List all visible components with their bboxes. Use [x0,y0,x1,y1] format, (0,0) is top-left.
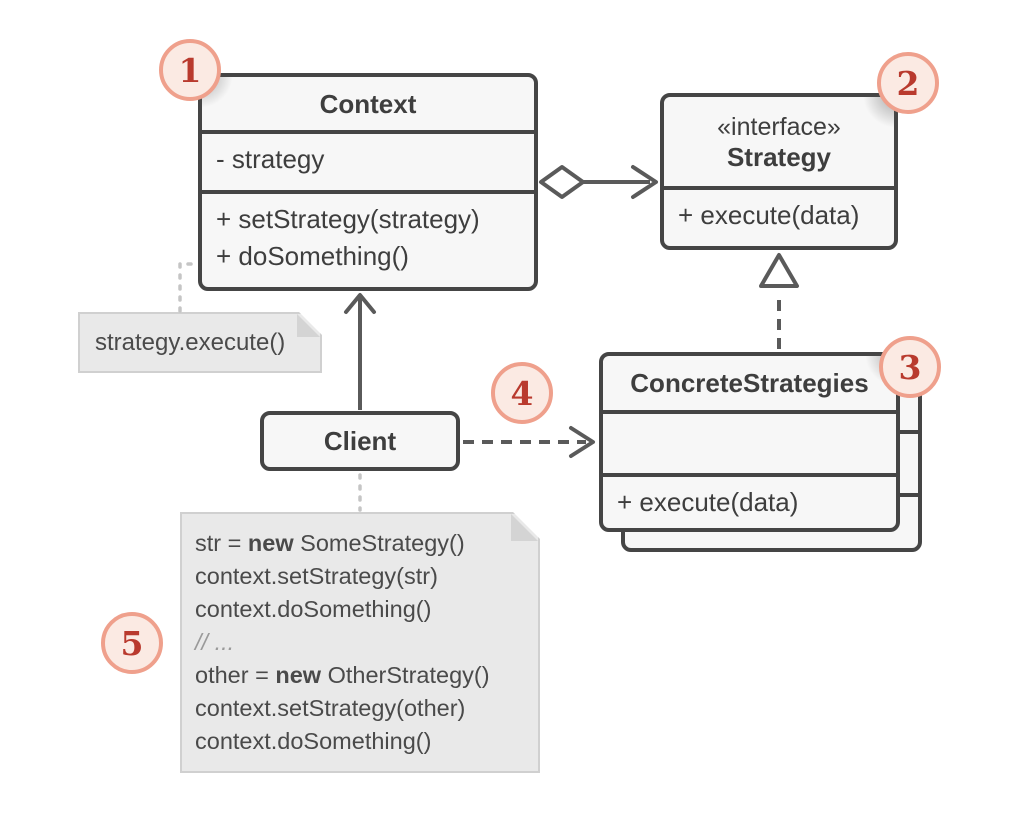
strategy-interface-class: «interface» Strategy + execute(data) [660,93,898,250]
context-method-setstrategy: + setStrategy(strategy) [216,204,480,234]
code-line: other = new OtherStrategy() [195,662,490,688]
client-class: Client [260,411,460,471]
code-line: context.doSomething() [195,596,432,622]
association-connector-client-context [344,293,376,410]
note-connector-execute [178,262,200,313]
code-line: context.setStrategy(str) [195,563,438,589]
code-line: str = new SomeStrategy() [195,530,465,556]
client-class-title: Client [323,426,397,456]
badge-3: 3 [879,336,941,398]
context-fields: - strategy [202,130,534,190]
badge-1: 1 [159,39,221,101]
badge-2: 2 [877,52,939,114]
concrete-methods: + execute(data) [603,473,896,528]
dependency-connector-client-concrete [463,426,595,458]
code-line: // ... [195,629,235,655]
strategy-title-text: Strategy [726,141,832,172]
code-line: context.doSomething() [195,728,432,754]
context-class-title: Context [319,88,417,119]
concrete-empty-compartment [603,410,896,473]
context-methods: + setStrategy(strategy) + doSomething() [202,190,534,287]
context-field-strategy: - strategy [216,144,325,174]
execute-note-text: strategy.execute() [95,328,286,356]
code-line: context.setStrategy(other) [195,695,466,721]
execute-note: strategy.execute() [78,312,322,373]
concrete-method-execute: + execute(data) [617,487,799,517]
note-fold-corner-icon [297,314,320,337]
concrete-class-title: ConcreteStrategies [630,368,869,398]
strategy-methods: + execute(data) [664,186,894,246]
code-note-lines: str = new SomeStrategy() context.setStrat… [195,527,538,758]
note-fold-corner-icon [511,514,538,541]
aggregation-connector-context-strategy [539,165,658,199]
badge-4: 4 [491,362,553,424]
realization-connector-concrete-strategy [759,253,799,349]
concrete-strategies-class: ConcreteStrategies + execute(data) [599,352,900,532]
strategy-class-title: «interface» Strategy [664,97,894,186]
strategy-stereotype: «interface» [717,112,841,141]
badge-5: 5 [101,612,163,674]
context-class: Context - strategy + setStrategy(strateg… [198,73,538,291]
context-method-dosomething: + doSomething() [216,241,409,271]
strategy-method-execute: + execute(data) [678,200,860,230]
code-note: str = new SomeStrategy() context.setStrat… [180,512,540,773]
